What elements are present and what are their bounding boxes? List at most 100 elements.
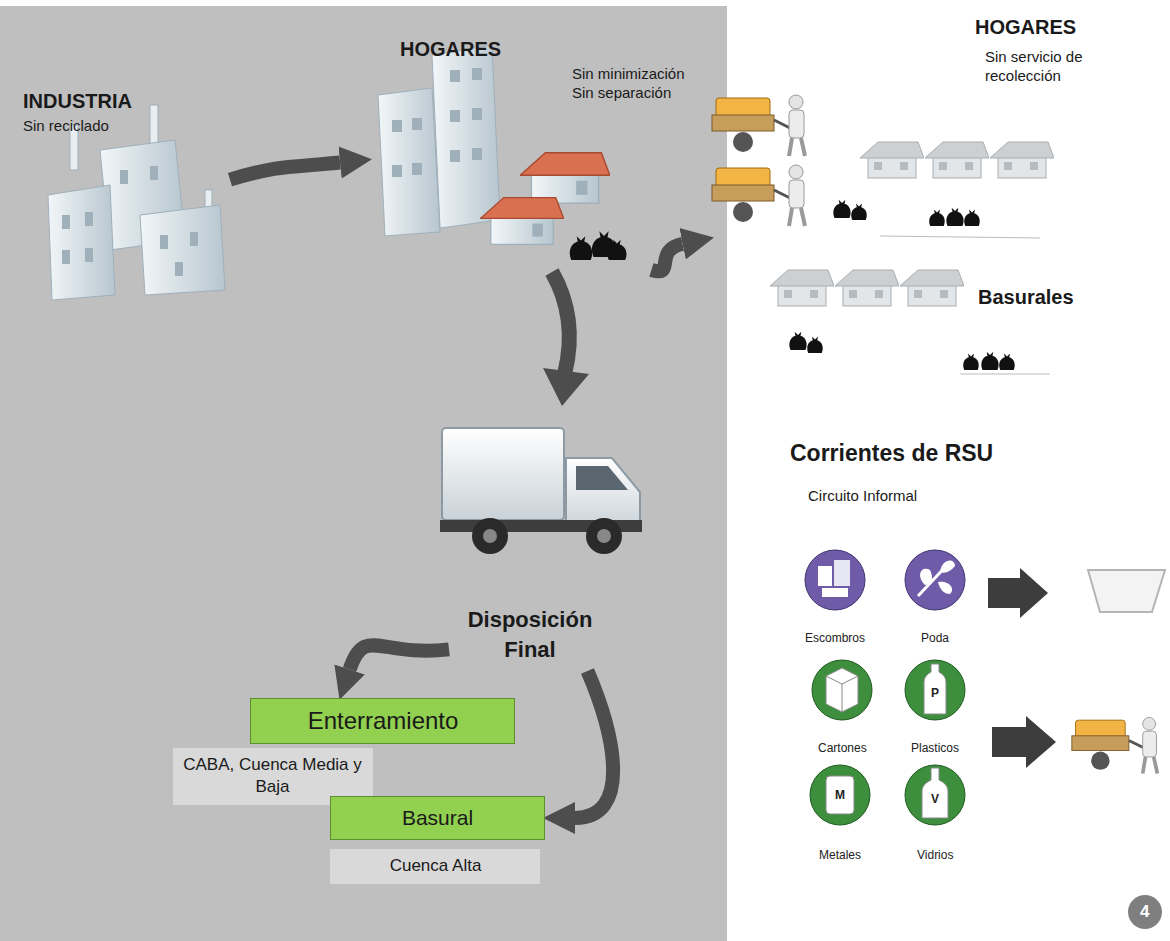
svg-use xyxy=(851,204,867,221)
svg-circle xyxy=(472,518,508,554)
icon-label: Cartones xyxy=(818,741,867,755)
icon-label: Metales xyxy=(819,848,861,862)
section-heading: Corrientes de RSU xyxy=(790,440,993,467)
location-box: Cuenca Alta xyxy=(330,849,540,884)
svg-use xyxy=(480,198,563,245)
icon-label: Escombros xyxy=(805,631,865,645)
svg-rect xyxy=(392,120,402,132)
svg-use xyxy=(712,165,805,226)
svg-use xyxy=(608,240,627,260)
svg-rect xyxy=(834,560,850,586)
households-node: HOGARES Sin servicio de recolección xyxy=(712,10,1164,245)
svg-rect xyxy=(85,212,93,226)
svg-polygon xyxy=(992,716,1056,768)
icon-letter: V xyxy=(931,792,939,806)
svg-use xyxy=(520,153,610,203)
svg-path xyxy=(922,768,948,818)
node-note: Sin reciclado xyxy=(23,117,109,136)
svg-rect xyxy=(826,776,854,814)
icon-label: Vidrios xyxy=(917,848,953,862)
svg-use xyxy=(981,352,998,370)
process-box: Basural xyxy=(330,796,545,840)
svg-path xyxy=(552,272,569,372)
svg-circle xyxy=(905,765,965,825)
icon-letter: P xyxy=(931,686,939,700)
svg-line xyxy=(880,236,1040,238)
svg-rect xyxy=(412,118,422,130)
flow-arrow xyxy=(230,163,340,180)
box-label: CABA, Cuenca Media y Baja xyxy=(180,754,365,798)
svg-line xyxy=(960,374,1050,375)
svg-rect xyxy=(472,108,482,120)
svg-use xyxy=(900,270,964,306)
svg-rect xyxy=(85,248,93,262)
svg-polygon xyxy=(432,45,500,228)
svg-rect xyxy=(472,68,482,80)
svg-circle xyxy=(805,550,865,610)
svg-circle xyxy=(905,660,965,720)
svg-rect xyxy=(412,163,422,175)
svg-rect xyxy=(472,148,482,160)
svg-use xyxy=(946,208,963,226)
industry-node: INDUSTRIASin reciclado xyxy=(15,85,230,300)
svg-use xyxy=(712,95,805,156)
svg-use xyxy=(1072,717,1158,773)
svg-use xyxy=(964,210,980,227)
svg-use xyxy=(860,142,924,178)
svg-circle xyxy=(905,550,965,610)
box-label: Cuenca Alta xyxy=(389,855,482,877)
svg-polygon xyxy=(140,205,225,295)
svg-circle xyxy=(810,765,870,825)
box-label: Basural xyxy=(401,805,474,830)
svg-rect xyxy=(175,262,183,276)
grey-panel xyxy=(0,6,727,941)
svg-path xyxy=(920,569,932,585)
svg-rect xyxy=(450,70,460,82)
svg-use xyxy=(789,332,806,350)
svg-circle xyxy=(597,529,611,543)
svg-use xyxy=(770,270,834,306)
callout-badge xyxy=(1128,895,1162,929)
svg-path xyxy=(924,664,946,714)
svg-rect xyxy=(450,110,460,122)
node-heading: HOGARES xyxy=(975,15,1076,39)
no-collection-illustration xyxy=(712,95,1054,374)
svg-rect xyxy=(150,166,158,180)
svg-polygon xyxy=(543,368,589,406)
node-note: Sin minimización Sin separación xyxy=(572,65,700,103)
svg-use xyxy=(570,236,592,260)
svg-use xyxy=(807,337,823,354)
node-label: Disposición Final xyxy=(455,605,605,664)
icon-label: Poda xyxy=(921,631,949,645)
svg-polyline xyxy=(826,676,858,684)
flow-arrow xyxy=(651,244,682,272)
node-note: Sin servicio de recolección xyxy=(985,48,1105,86)
svg-rect xyxy=(120,170,128,184)
waste-stream-icons xyxy=(805,550,1165,825)
process-box: Enterramiento xyxy=(250,698,515,744)
svg-use xyxy=(929,210,945,227)
svg-path xyxy=(576,466,628,490)
svg-rect xyxy=(392,165,402,177)
arrow-to-truck xyxy=(543,272,589,406)
svg-polygon xyxy=(826,668,858,712)
svg-polygon xyxy=(378,88,440,236)
svg-rect xyxy=(818,566,832,586)
svg-rect xyxy=(450,150,460,162)
section-subheading: Circuito Informal xyxy=(808,487,917,504)
svg-use xyxy=(990,142,1054,178)
svg-circle xyxy=(483,529,497,543)
svg-rect xyxy=(190,232,198,246)
svg-path xyxy=(940,561,955,573)
households-node: HOGARESSin minimización Sin separación xyxy=(370,35,705,270)
factory-illustration xyxy=(48,105,225,300)
svg-use xyxy=(999,354,1015,371)
icon-label: Plasticos xyxy=(911,741,959,755)
box-label: Enterramiento xyxy=(307,707,459,736)
icon-letter: M xyxy=(835,788,845,802)
svg-rect xyxy=(160,235,168,249)
svg-rect xyxy=(62,215,70,229)
flow-arrow xyxy=(350,645,449,669)
svg-polygon xyxy=(988,568,1048,618)
